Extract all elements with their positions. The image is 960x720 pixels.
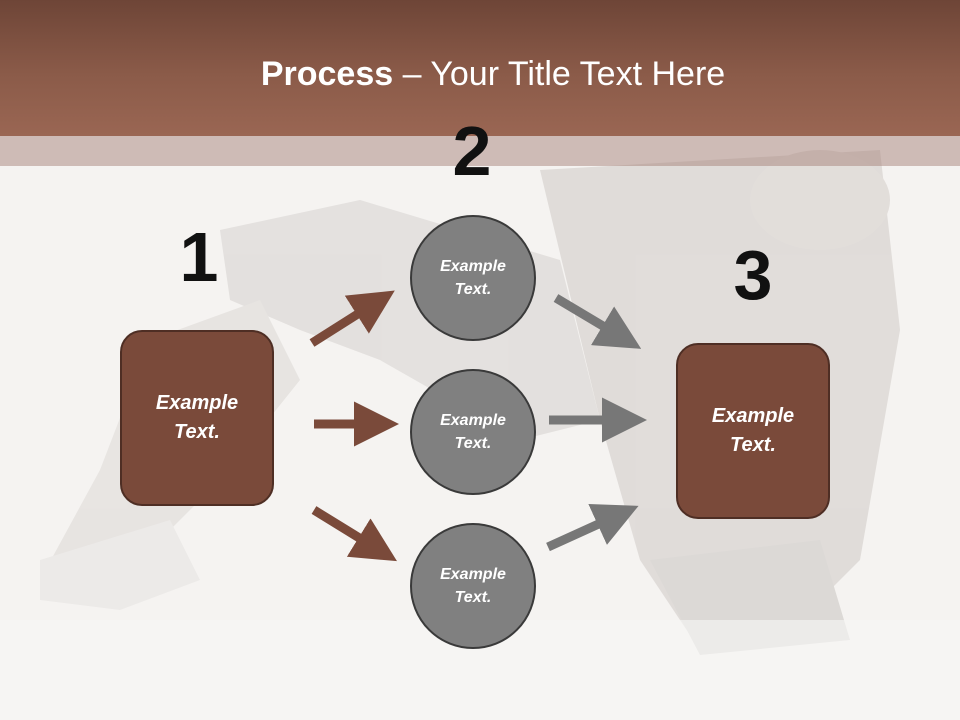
- left-box-line-2: Text.: [174, 421, 220, 443]
- circle-1-line-2: Text.: [454, 281, 492, 298]
- circle-2-line-1: Example: [440, 412, 506, 429]
- title-rest: – Your Title Text Here: [393, 55, 726, 93]
- right-box-line-2: Text.: [730, 434, 776, 456]
- right-process-box[interactable]: Example Text.: [676, 343, 830, 519]
- process-circle-3[interactable]: Example Text.: [410, 523, 536, 649]
- arrow-circle-1-to-box: [553, 294, 642, 349]
- title-bold: Process: [260, 55, 394, 93]
- process-circle-1[interactable]: Example Text.: [410, 215, 536, 341]
- left-process-box[interactable]: Example Text.: [120, 330, 274, 506]
- circle-2-line-2: Text.: [454, 435, 492, 452]
- circle-3-line-1: Example: [440, 566, 506, 583]
- step-number-2: 2: [452, 112, 492, 190]
- slide-title: Process – Your Title Text Here: [0, 52, 960, 96]
- circle-1-line-1: Example: [440, 258, 506, 275]
- process-circle-2[interactable]: Example Text.: [410, 369, 536, 495]
- right-box-line-1: Example: [711, 405, 795, 427]
- arrow-box-to-circle-3: [311, 506, 397, 562]
- header-band: [0, 0, 960, 136]
- step-number-3: 3: [733, 236, 773, 314]
- step-number-1: 1: [179, 218, 219, 296]
- arrow-circle-3-to-box: [546, 503, 639, 552]
- circle-3-line-2: Text.: [454, 589, 492, 606]
- arrow-box-to-circle-1: [309, 290, 395, 347]
- header-strip: [0, 136, 960, 166]
- left-box-line-1: Example: [155, 392, 239, 414]
